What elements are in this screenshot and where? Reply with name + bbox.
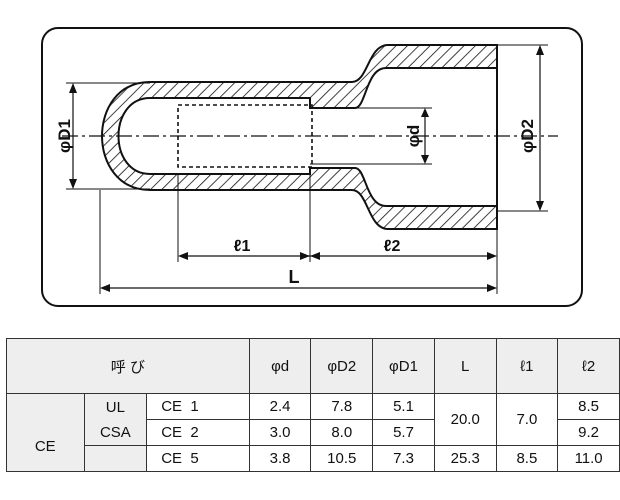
dim-l1-l2 xyxy=(178,252,497,260)
cell-d: 3.0 xyxy=(248,419,312,446)
cell-l2: 11.0 xyxy=(557,445,620,472)
sleeve-section xyxy=(101,44,498,230)
header-name: 呼 び xyxy=(6,338,250,394)
cell-l2: 9.2 xyxy=(557,419,620,446)
header-d: φd xyxy=(248,338,312,394)
label-d: φd xyxy=(404,125,423,148)
cell-L: 25.3 xyxy=(433,445,497,472)
cell-d2: 10.5 xyxy=(310,445,374,472)
table-row: CE UL CSA CE 1 2.4 7.8 5.1 20.0 7.0 8.5 xyxy=(6,393,620,472)
label-d1: φD1 xyxy=(55,119,74,153)
cell-d2: 8.0 xyxy=(310,419,374,446)
table-row: CE 5 3.8 10.5 7.3 25.3 8.5 11.0 xyxy=(7,445,620,472)
dim-d2 xyxy=(536,45,544,211)
label-L: L xyxy=(289,267,300,287)
cell-d2: 7.8 xyxy=(310,393,374,420)
model-name: CE 5 xyxy=(146,445,250,472)
connector-drawing: φD1 φD2 φd ℓ1 ℓ2 L xyxy=(41,27,583,307)
standard-cell: UL CSA xyxy=(83,393,148,446)
dim-L xyxy=(100,284,497,292)
header-l1: ℓ1 xyxy=(495,338,559,394)
model-name: CE 2 xyxy=(146,419,250,446)
cell-d1: 5.7 xyxy=(372,419,435,446)
cell-l1: 8.5 xyxy=(495,445,559,472)
dim-d1 xyxy=(69,83,77,189)
header-d2: φD2 xyxy=(310,338,374,394)
cell-d: 3.8 xyxy=(248,445,312,472)
label-l1: ℓ1 xyxy=(234,238,251,255)
label-d2: φD2 xyxy=(518,119,537,153)
dim-d xyxy=(421,108,429,164)
cell-d1: 7.3 xyxy=(372,445,435,472)
spec-table: 呼 び φd φD2 φD1 L ℓ1 ℓ2 CE UL CSA CE 1 2.… xyxy=(6,338,620,472)
group-cell: CE xyxy=(6,393,85,472)
label-l2: ℓ2 xyxy=(384,238,401,255)
standard-blank xyxy=(83,445,148,472)
standard-csa: CSA xyxy=(99,423,131,441)
header-l2: ℓ2 xyxy=(557,338,620,394)
drawing-frame xyxy=(41,27,583,307)
cell-l2: 8.5 xyxy=(557,393,620,420)
cell-d1: 5.1 xyxy=(372,393,435,420)
standard-ul: UL xyxy=(105,398,125,416)
cell-l1: 7.0 xyxy=(495,393,559,446)
cell-L: 20.0 xyxy=(433,393,497,446)
header-d1: φD1 xyxy=(372,338,435,394)
cell-d: 2.4 xyxy=(248,393,312,420)
header-L: L xyxy=(433,338,497,394)
header-row: 呼 び φd φD2 φD1 L ℓ1 ℓ2 xyxy=(6,338,620,394)
model-name: CE 1 xyxy=(146,393,250,420)
